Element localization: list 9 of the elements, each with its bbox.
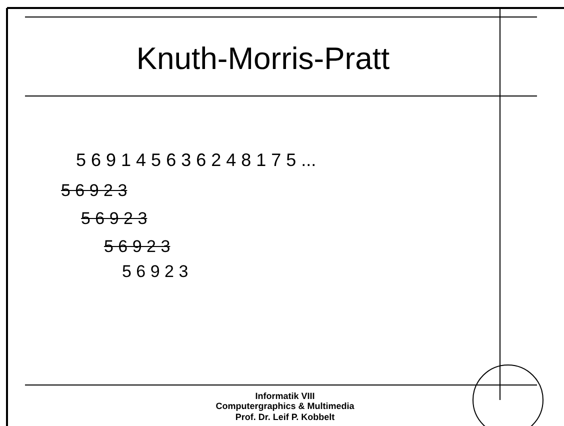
- struck-pattern-row-text: 5 6 9 2 3: [103, 237, 172, 257]
- footer-text: Computergraphics & Multimedia: [214, 401, 356, 412]
- footer-text: Prof. Dr. Leif P. Kobbelt: [234, 412, 336, 422]
- struck-pattern-row-text: 5 6 9 2 3: [80, 209, 148, 229]
- slide-title: Knuth-Morris-Pratt: [135, 41, 391, 77]
- number-sequence: 5 6 9 1 4 5 6 3 6 2 4 8 1 7 5 ...: [76, 150, 316, 171]
- footer-text: Informatik VIII: [254, 391, 316, 402]
- struck-pattern-row-text: 5 6 9 2 3: [60, 181, 128, 201]
- pattern-row: 5 6 9 2 3: [122, 262, 188, 282]
